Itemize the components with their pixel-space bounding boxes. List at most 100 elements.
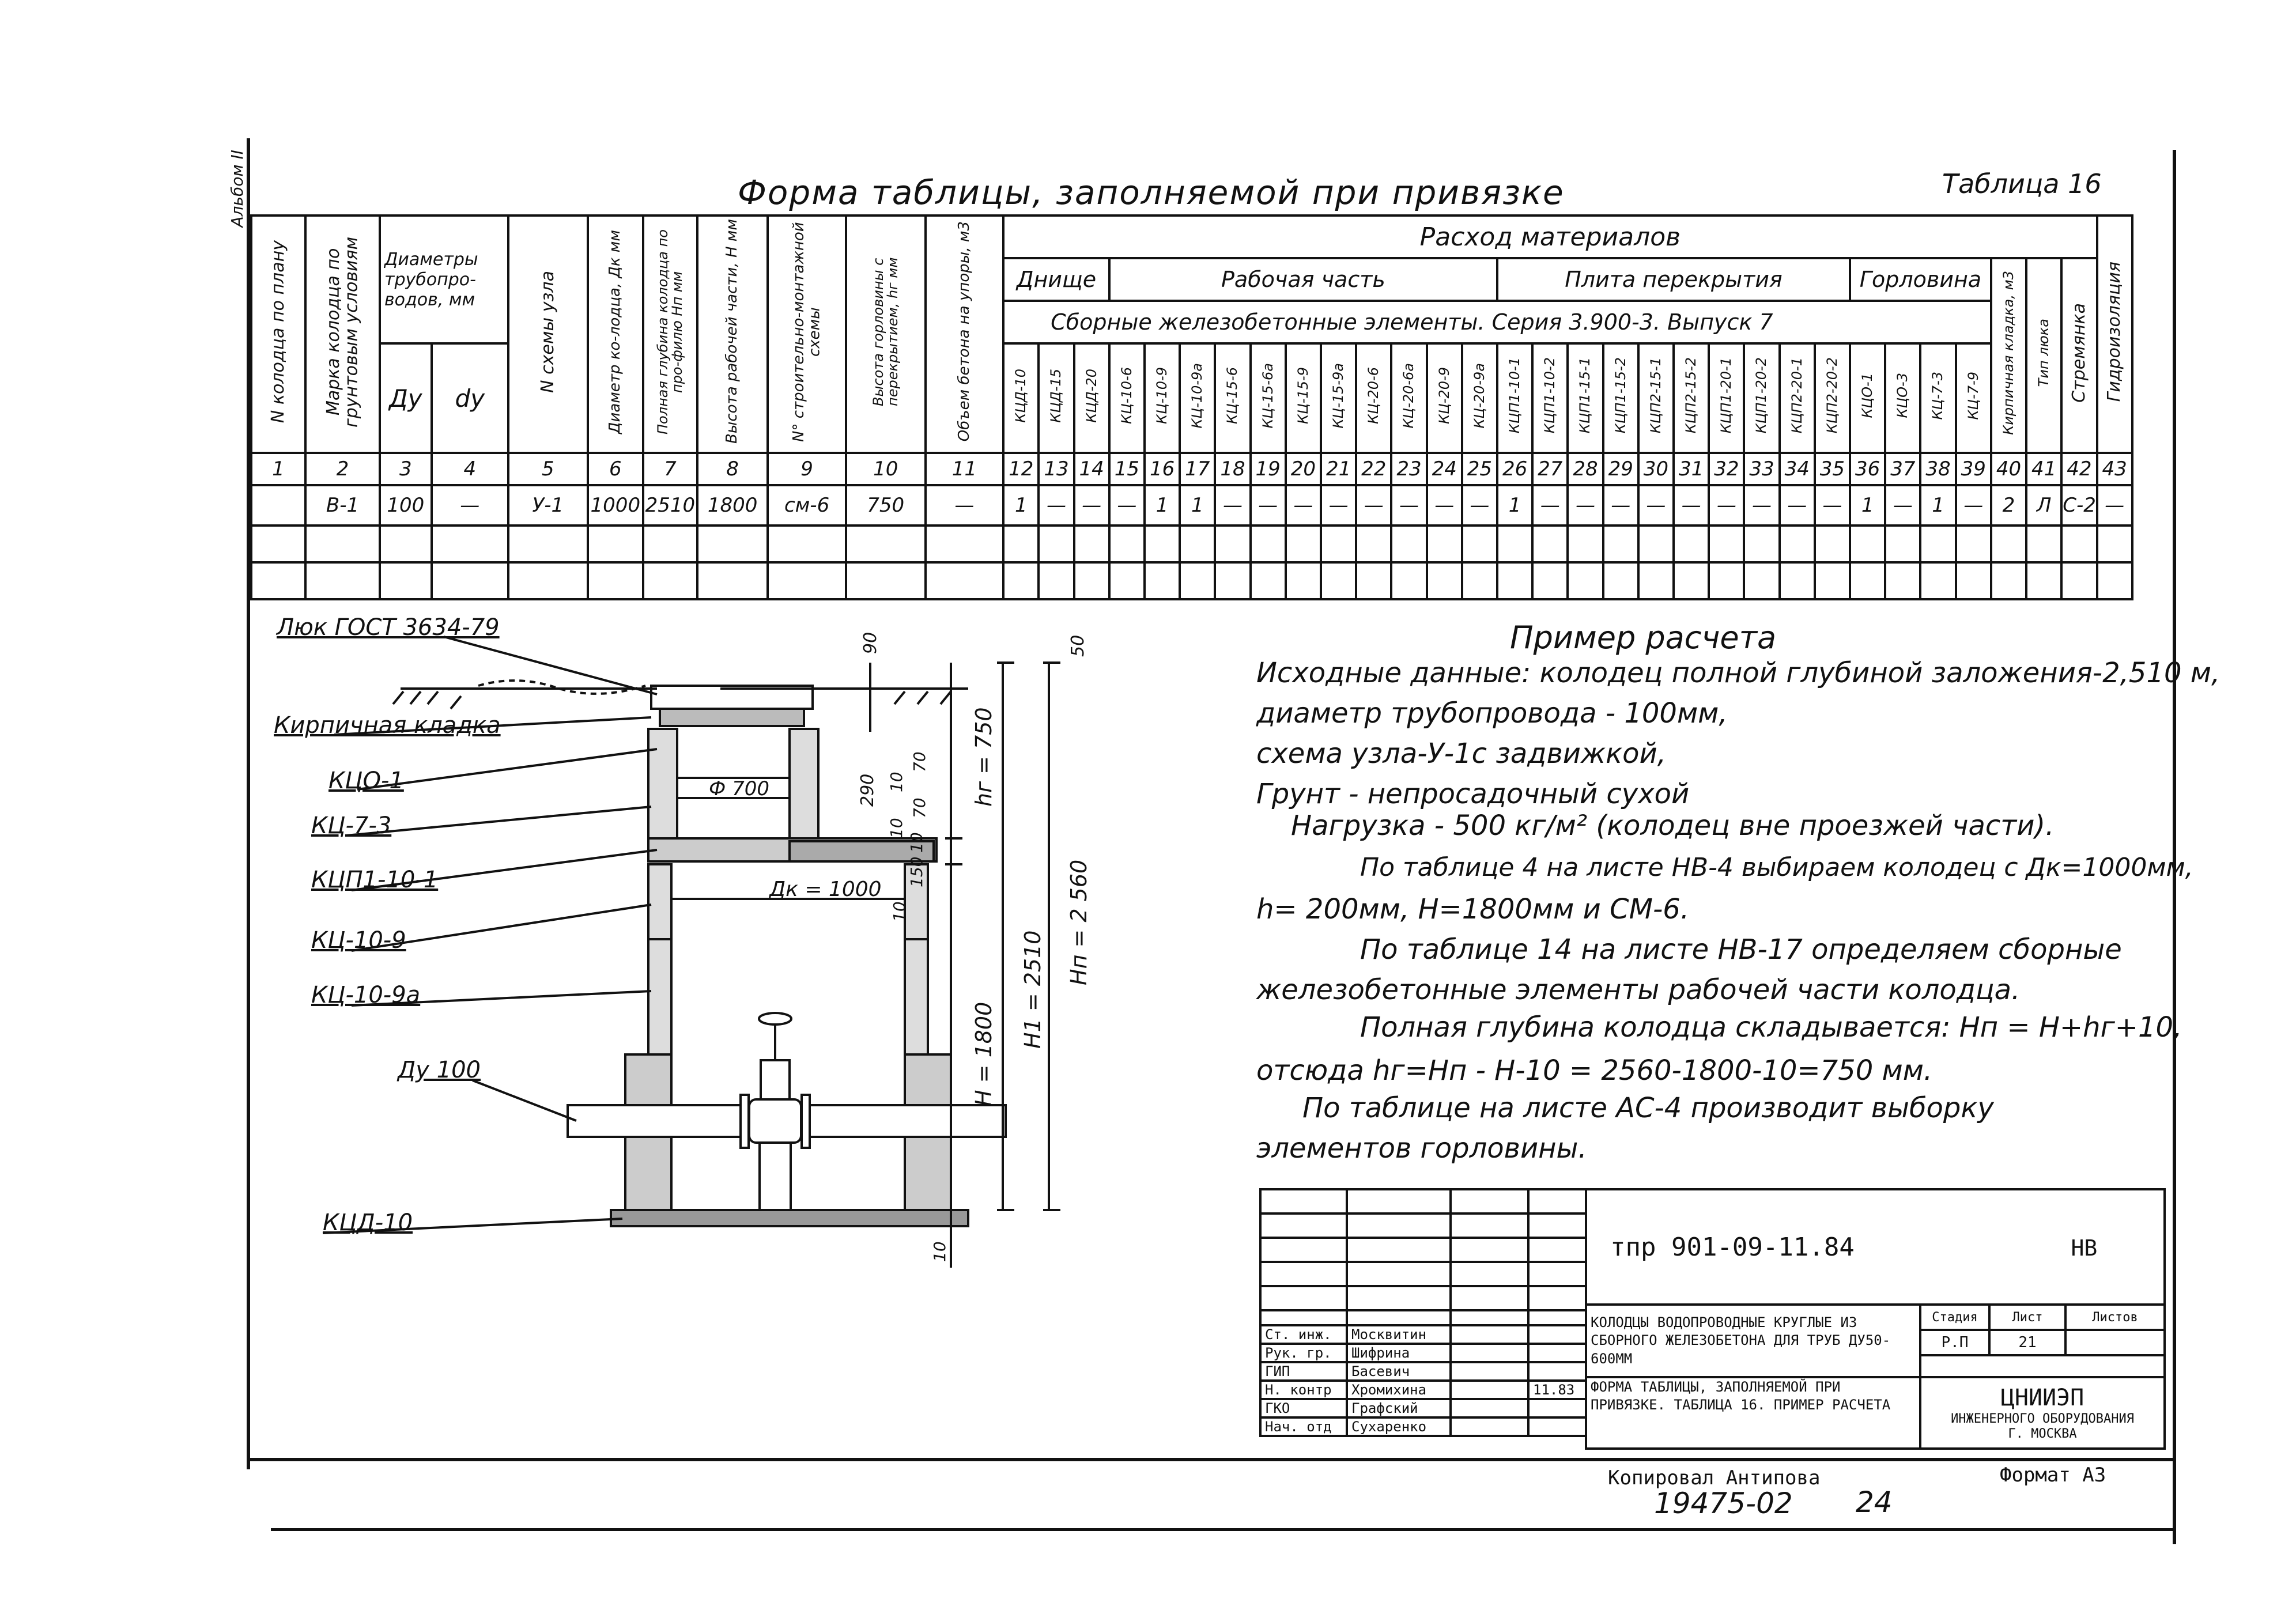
column-number: 6 (586, 452, 644, 486)
empty-cell (1566, 561, 1604, 600)
hdr-ladder: Стремянка (2060, 257, 2098, 454)
data-cell: — (1884, 484, 1922, 527)
empty-cell (1143, 561, 1181, 600)
empty-cell (924, 561, 1005, 600)
data-cell: — (1425, 484, 1463, 527)
element-col-header: КЦП1-10-2 (1531, 342, 1569, 454)
column-number: 1 (250, 452, 307, 486)
example-line2: диаметр трубопровода - 100мм, (1256, 697, 1728, 729)
column-number: 17 (1179, 452, 1217, 486)
bottom-rule (271, 1528, 2173, 1531)
dim-150: 150 (907, 857, 926, 887)
empty-cell (1954, 524, 1992, 564)
data-cell: В-1 (304, 484, 381, 527)
data-cell: — (1531, 484, 1569, 527)
label-kc109a: КЦ-10-9а (311, 982, 420, 1008)
empty-cell (1425, 561, 1463, 600)
empty-cell (2025, 524, 2063, 564)
label-kc109: КЦ-10-9 (311, 927, 406, 954)
valve-handwheel (758, 1012, 792, 1026)
project-name: Колодцы водопроводные круглые из сборног… (1585, 1303, 1921, 1378)
hdr-neck-height: Высота горловины с перекрытием, hг мм (844, 214, 927, 454)
ground-hatch (392, 690, 952, 710)
empty-cell (1884, 561, 1922, 600)
empty-cell (1813, 561, 1852, 600)
element-col-header: КЦ-15-9 (1284, 342, 1322, 454)
role: Рук. гр. (1259, 1343, 1348, 1363)
empty-cell (641, 524, 698, 564)
hdr-pipe-diam: Диаметры трубопро-водов, мм (378, 214, 509, 345)
date (1527, 1343, 1587, 1363)
data-cell: см-6 (766, 484, 847, 527)
hdr-work-part: Рабочая часть (1108, 257, 1499, 302)
role: ГИП (1259, 1361, 1348, 1382)
table-number: Таблица 16 (1942, 168, 2102, 199)
dim-h: H = 1800 (971, 1002, 996, 1106)
column-number: 8 (696, 452, 769, 486)
empty-cell (1108, 561, 1146, 600)
hdr-node-scheme: N схемы узла (507, 214, 589, 454)
hdr-well-mark: Марка колодца по грунтовым условиям (304, 214, 381, 454)
date (1527, 1416, 1587, 1437)
empty-cell (1460, 561, 1499, 600)
date (1527, 1324, 1587, 1345)
empty-cell (2060, 561, 2098, 600)
element-col-header: КЦ-10-6 (1108, 342, 1146, 454)
org-city: г. Москва (2008, 1427, 2077, 1441)
org-dept: инженерного оборудования (1951, 1411, 2134, 1426)
signature (1449, 1398, 1530, 1419)
empty-cell (250, 561, 307, 600)
dim-10d: 10 (890, 901, 909, 922)
empty-cell (641, 561, 698, 600)
album-side-label: Альбом II (228, 150, 247, 228)
signature (1449, 1416, 1530, 1437)
hdr-work-height: Высота рабочей части, H мм (696, 214, 769, 454)
data-cell: 2 (1989, 484, 2028, 527)
brick-masonry (659, 708, 805, 727)
data-cell: 2510 (641, 484, 698, 527)
empty-cell (1319, 524, 1358, 564)
hdr-waterproofing: Гидроизоляция (2095, 214, 2133, 454)
dim-hr: hг = 750 (971, 707, 996, 807)
empty-cell (378, 561, 433, 600)
leader-brick (334, 716, 652, 736)
empty-cell (507, 561, 589, 600)
label-hatch: Люк ГОСТ 3634-79 (275, 614, 500, 641)
frame-left (247, 138, 250, 1469)
well-section-drawing: Люк ГОСТ 3634-79 Кирпичная кладка КЦО-1 … (274, 614, 1092, 1268)
empty-cell (1214, 524, 1252, 564)
sheet-value: 21 (1988, 1329, 2067, 1356)
data-cell: — (430, 484, 509, 527)
empty-cell (1425, 524, 1463, 564)
data-cell: — (1743, 484, 1781, 527)
signature (1449, 1379, 1530, 1400)
empty-cell (1496, 561, 1534, 600)
column-number: 10 (844, 452, 927, 486)
column-number: 2 (304, 452, 381, 486)
empty-cell (586, 524, 644, 564)
element-col-header: КЦД-15 (1037, 342, 1075, 454)
slab-opening-fill (788, 840, 935, 863)
example-line7: h= 200мм, H=1800мм и СМ-6. (1256, 893, 1690, 925)
person-name: Хромихина (1346, 1379, 1452, 1400)
data-cell: 1 (1143, 484, 1181, 527)
column-number: 21 (1319, 452, 1358, 486)
column-number: 28 (1566, 452, 1604, 486)
empty-cell (1672, 561, 1710, 600)
empty-cell (1390, 561, 1428, 600)
label-kc73: КЦ-7-3 (311, 812, 391, 839)
data-cell: 100 (378, 484, 433, 527)
column-number: 16 (1143, 452, 1181, 486)
label-kco1: КЦО-1 (328, 768, 404, 794)
page-number: 24 (1856, 1485, 1893, 1519)
empty-cell (586, 561, 644, 600)
data-cell: — (1108, 484, 1146, 527)
data-cell: — (1566, 484, 1604, 527)
example-line10: Полная глубина колодца складывается: Hп … (1360, 1011, 2182, 1044)
empty-cell (1778, 524, 1816, 564)
dim-50: 50 (1068, 635, 1088, 657)
hdr-well-no: N колодца по плану (250, 214, 307, 454)
leader-kcd10 (322, 1218, 623, 1234)
